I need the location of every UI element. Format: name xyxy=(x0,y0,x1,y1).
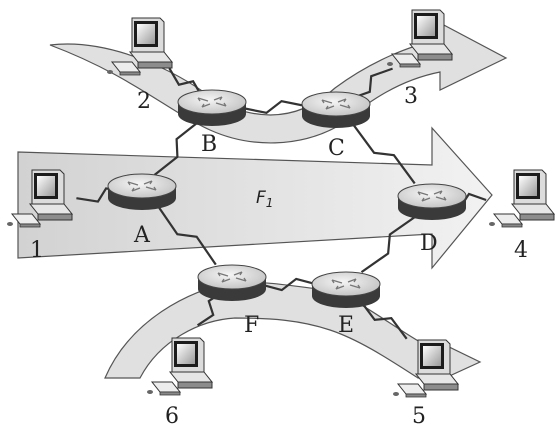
host-label-5: 5 xyxy=(412,404,426,429)
flow-label-main: F xyxy=(256,188,266,208)
link-b-c xyxy=(234,99,314,115)
computer-4-icon xyxy=(488,169,555,228)
router-label-f: F xyxy=(244,313,259,338)
link-c-d xyxy=(352,123,416,185)
link-2-b xyxy=(168,67,204,99)
link-5-e xyxy=(358,298,408,340)
flow-arrow-main xyxy=(17,126,493,270)
link-f-e xyxy=(252,277,326,292)
router-d-icon xyxy=(397,183,467,221)
link-e-d xyxy=(360,214,418,274)
host-label-3: 3 xyxy=(404,84,418,109)
router-label-e: E xyxy=(338,313,354,338)
router-label-d: D xyxy=(420,231,438,256)
host-label-6: 6 xyxy=(165,404,179,429)
computer-3-icon xyxy=(386,9,453,68)
router-a-icon xyxy=(107,173,177,211)
router-label-c: C xyxy=(328,136,345,161)
router-b-icon xyxy=(177,89,247,127)
computer-2-icon xyxy=(106,17,173,76)
router-c-icon xyxy=(301,91,371,129)
host-label-1: 1 xyxy=(30,238,44,263)
host-label-4: 4 xyxy=(514,238,528,263)
link-a-b xyxy=(153,120,201,176)
flow-label-subscript: 1 xyxy=(266,196,274,210)
router-label-a: A xyxy=(133,223,151,248)
computer-1-icon xyxy=(6,169,73,228)
router-f-icon xyxy=(197,264,267,302)
flow-label: F1 xyxy=(256,188,273,210)
router-e-icon xyxy=(311,271,381,309)
host-label-2: 2 xyxy=(137,89,151,114)
link-a-f xyxy=(157,205,217,266)
router-label-b: B xyxy=(201,132,217,157)
